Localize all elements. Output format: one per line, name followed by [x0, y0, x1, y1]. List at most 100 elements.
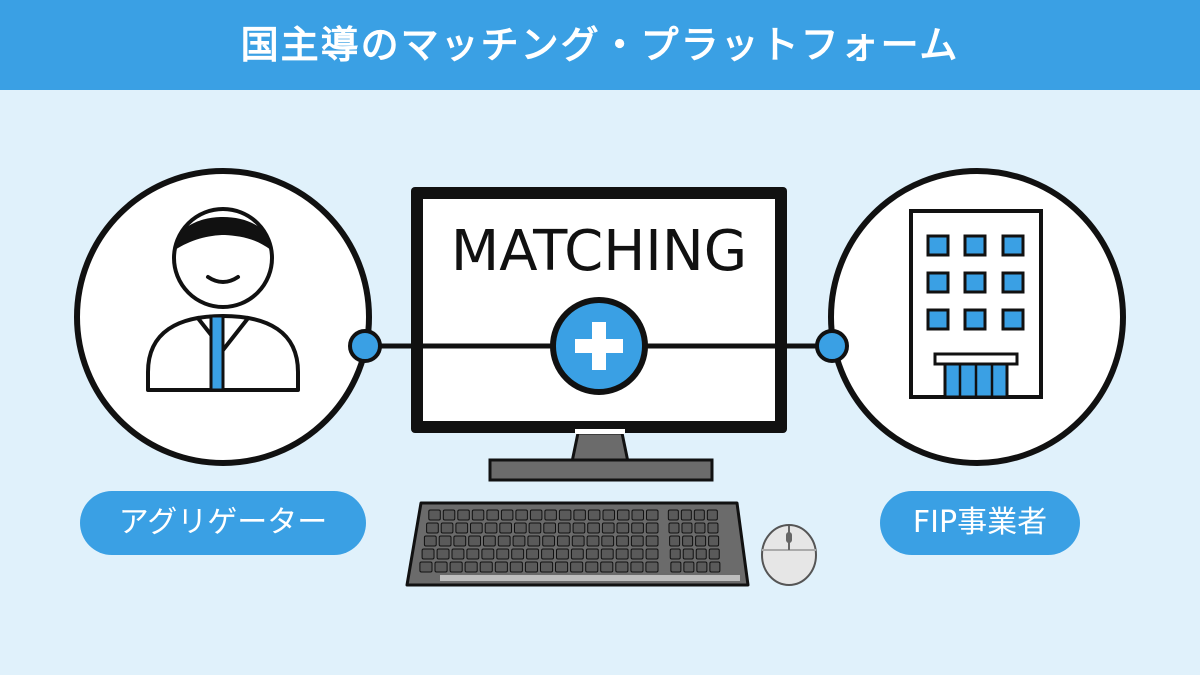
keyboard-key	[706, 509, 718, 521]
keyboard-key	[438, 535, 452, 547]
right-connector-node	[815, 329, 849, 363]
keyboard-key	[695, 548, 707, 560]
keyboard-key	[529, 509, 543, 521]
keyboard-key	[695, 535, 707, 547]
keyboard-key	[494, 561, 508, 573]
keyboard-key	[572, 522, 586, 534]
keyboard-key	[670, 561, 682, 573]
keyboard-key	[486, 509, 499, 521]
keyboard-key	[479, 561, 493, 573]
keyboard-key	[630, 535, 644, 547]
keyboard-key	[631, 522, 644, 534]
keyboard-key	[421, 548, 435, 560]
keyboard-key	[630, 561, 644, 573]
keyboard-key	[511, 548, 525, 560]
keyboard-key	[555, 561, 569, 573]
keyboard-key	[570, 561, 584, 573]
keyboard-key	[558, 509, 572, 521]
keyboard-key	[483, 535, 496, 547]
keyboard-key	[541, 548, 554, 560]
keyboard-key	[602, 509, 615, 521]
left-connector-node	[348, 329, 382, 363]
keyboard-key	[455, 522, 469, 534]
keyboard-key	[440, 522, 454, 534]
keyboard-key	[423, 535, 437, 547]
keyboard-key	[680, 509, 692, 521]
keyboard-key	[453, 535, 467, 547]
keyboard-key	[707, 522, 719, 534]
keyboard-key	[524, 561, 539, 573]
keyboard-key	[585, 561, 599, 573]
keyboard-key	[484, 522, 498, 534]
keyboard-key	[708, 548, 720, 560]
mouse-icon	[761, 524, 817, 586]
keyboard-key	[631, 509, 644, 521]
keyboard-key	[457, 509, 470, 521]
keyboard-key	[645, 522, 659, 534]
keyboard-key	[543, 522, 556, 534]
keyboard-key	[540, 561, 554, 573]
keyboard-key	[708, 535, 720, 547]
keyboard-key	[693, 509, 705, 521]
keyboard-key	[573, 509, 586, 521]
keyboard-key	[499, 522, 512, 534]
keyboard-key	[497, 535, 511, 547]
keyboard-key	[466, 548, 480, 560]
keyboard-icon	[405, 501, 750, 587]
keyboard-key	[600, 548, 614, 560]
keyboard-edge	[440, 575, 740, 581]
keyboard-key	[667, 509, 679, 521]
aggregator-label: アグリゲーター	[80, 491, 366, 555]
keyboard-key	[509, 561, 523, 573]
keyboard-key	[464, 561, 478, 573]
fip-operator-label: FIP事業者	[880, 491, 1080, 555]
keyboard-key	[630, 548, 644, 560]
keyboard-key	[470, 522, 483, 534]
keyboard-key	[451, 548, 465, 560]
keyboard-key	[544, 509, 557, 521]
keyboard-key	[527, 535, 541, 547]
keyboard-key	[709, 561, 721, 573]
keyboard-key	[434, 561, 448, 573]
keyboard-key	[500, 509, 514, 521]
keyboard-key	[419, 561, 433, 573]
page-title: 国主導のマッチング・プラットフォーム	[240, 23, 960, 67]
keyboard-key	[468, 535, 482, 547]
keyboard-key	[526, 548, 539, 560]
keyboard-key	[600, 561, 614, 573]
keyboard-key	[645, 548, 659, 560]
header-bar: 国主導のマッチング・プラットフォーム	[0, 0, 1200, 90]
monitor-label: MATCHING	[451, 219, 747, 284]
keyboard-key	[617, 509, 630, 521]
keyboard-key	[615, 561, 629, 573]
keyboard-key	[682, 548, 694, 560]
keyboard-key	[696, 561, 708, 573]
keyboard-key	[426, 522, 439, 534]
keyboard-key	[557, 522, 571, 534]
keyboard-key	[570, 548, 584, 560]
keyboard-key	[601, 535, 615, 547]
keyboard-key	[683, 561, 695, 573]
keyboard-key	[668, 522, 680, 534]
keyboard-key	[542, 535, 556, 547]
keyboard-key	[669, 548, 681, 560]
keyboard-key	[585, 548, 599, 560]
plus-icon	[550, 297, 648, 395]
keyboard-key	[645, 535, 659, 547]
keyboard-key	[442, 509, 456, 521]
keyboard-key	[449, 561, 463, 573]
keyboard-key	[586, 535, 600, 547]
keyboard-key	[682, 535, 694, 547]
keyboard-key	[496, 548, 510, 560]
keyboard-key	[681, 522, 693, 534]
keyboard-key	[556, 548, 569, 560]
keyboard-key	[514, 522, 527, 534]
keyboard-key	[601, 522, 615, 534]
keyboard-key	[669, 535, 681, 547]
keyboard-key	[616, 535, 629, 547]
keyboard-key	[616, 522, 630, 534]
keyboard-key	[571, 535, 585, 547]
keyboard-key	[528, 522, 542, 534]
keyboard-key	[645, 561, 659, 573]
keyboard-key	[646, 509, 659, 521]
